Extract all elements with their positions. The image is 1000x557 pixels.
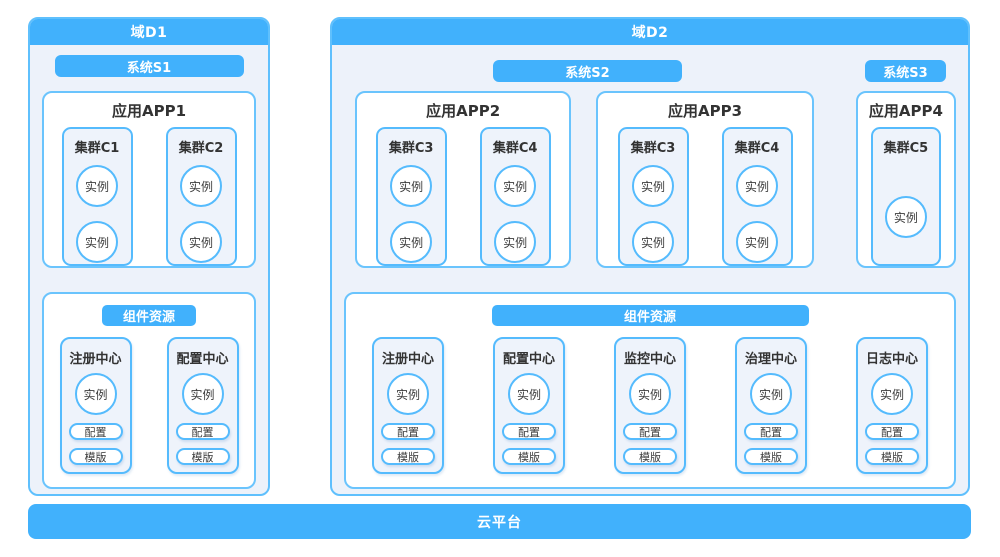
d1-centers-row: 注册中心 实例 配置 模版 配置中心 实例 配置 模版	[44, 337, 254, 474]
cluster-c3-box: 集群C3 实例 实例	[375, 127, 447, 266]
registry-center-label: 注册中心	[381, 352, 434, 367]
app1-cluster-row: 集群C1 实例 实例 集群C2 实例 实例	[44, 127, 254, 266]
domain-d1-header: 域D1	[30, 19, 268, 45]
config-pill: 配置	[623, 423, 677, 440]
app4-cluster-row: 集群C5 实例	[858, 127, 954, 266]
d2-centers-row: 注册中心 实例 配置 模版 配置中心 实例 配置 模版 监控中心 实例 配置 模…	[346, 337, 954, 474]
app4-card: 应用APP4 集群C5 实例	[855, 91, 956, 268]
instance-circle: 实例	[750, 373, 792, 415]
cluster-c3-box: 集群C3 实例 实例	[617, 127, 689, 266]
instance-circle: 实例	[632, 165, 675, 207]
d1-components-card: 组件资源 注册中心 实例 配置 模版 配置中心 实例 配置 模版	[42, 292, 256, 489]
instance-circle: 实例	[390, 165, 433, 207]
instance-circle: 实例	[74, 373, 117, 415]
cluster-c2-label: 集群C2	[178, 141, 224, 156]
registry-center-box: 注册中心 实例 配置 模版	[372, 337, 444, 474]
app3-cluster-row: 集群C3 实例 实例 集群C4 实例 实例	[598, 127, 811, 266]
instance-circle: 实例	[494, 165, 537, 207]
d2-components-badge: 组件资源	[491, 305, 809, 326]
domain-d1-panel: 域D1 系统S1 应用APP1 集群C1 实例 实例 集群C2 实例 实例 组件…	[28, 17, 270, 496]
app2-cluster-row: 集群C3 实例 实例 集群C4 实例 实例	[357, 127, 569, 266]
instance-circle: 实例	[76, 221, 118, 263]
registry-center-box: 注册中心 实例 配置 模版	[59, 337, 132, 474]
monitor-center-label: 监控中心	[623, 352, 676, 367]
monitor-center-box: 监控中心 实例 配置 模版	[614, 337, 686, 474]
cluster-c3-label: 集群C3	[388, 141, 434, 156]
app3-title: 应用APP3	[668, 102, 743, 120]
template-pill: 模版	[623, 448, 677, 465]
template-pill: 模版	[865, 448, 919, 465]
cluster-c4-box: 集群C4 实例 实例	[721, 127, 793, 266]
cluster-c1-label: 集群C1	[74, 141, 120, 156]
instance-circle: 实例	[180, 165, 222, 207]
instance-circle: 实例	[632, 221, 675, 263]
instance-circle: 实例	[390, 221, 433, 263]
d2-apps-row: 应用APP2 集群C3 实例 实例 集群C4 实例 实例 应用APP3	[355, 91, 956, 268]
cluster-c1-box: 集群C1 实例 实例	[61, 127, 133, 266]
cluster-c4-label: 集群C4	[492, 141, 538, 156]
config-pill: 配置	[175, 423, 230, 440]
app2-card: 应用APP2 集群C3 实例 实例 集群C4 实例 实例	[355, 91, 572, 268]
instance-circle: 实例	[76, 165, 118, 207]
template-pill: 模版	[175, 448, 230, 465]
template-pill: 模版	[502, 448, 556, 465]
config-center-label: 配置中心	[176, 352, 229, 367]
app4-title: 应用APP4	[868, 102, 943, 120]
cloud-platform-bar: 云平台	[28, 504, 971, 539]
registry-center-label: 注册中心	[69, 352, 122, 367]
domain-d2-panel: 域D2 系统S2 系统S3 应用APP2 集群C3 实例 实例 集群C4 实例 …	[330, 17, 970, 496]
config-pill: 配置	[865, 423, 919, 440]
config-pill: 配置	[381, 423, 435, 440]
domain-d2-header: 域D2	[332, 19, 968, 45]
app1-card: 应用APP1 集群C1 实例 实例 集群C2 实例 实例	[42, 91, 256, 268]
governance-center-label: 治理中心	[744, 352, 797, 367]
config-pill: 配置	[68, 423, 123, 440]
system-s1-badge: 系统S1	[54, 55, 244, 77]
instance-circle: 实例	[736, 221, 779, 263]
governance-center-box: 治理中心 实例 配置 模版	[735, 337, 807, 474]
app3-card: 应用APP3 集群C3 实例 实例 集群C4 实例 实例	[596, 91, 814, 268]
cluster-c3-label: 集群C3	[630, 141, 676, 156]
instance-circle: 实例	[181, 373, 224, 415]
app2-title: 应用APP2	[426, 102, 501, 120]
config-center-box: 配置中心 实例 配置 模版	[166, 337, 239, 474]
cluster-c5-label: 集群C5	[883, 141, 929, 156]
instance-circle: 实例	[494, 221, 537, 263]
instance-circle: 实例	[387, 373, 429, 415]
d2-components-card: 组件资源 注册中心 实例 配置 模版 配置中心 实例 配置 模版 监控中心 实例	[344, 292, 956, 489]
cluster-c4-label: 集群C4	[734, 141, 780, 156]
config-pill: 配置	[502, 423, 556, 440]
cluster-c4-box: 集群C4 实例 实例	[479, 127, 551, 266]
d1-components-badge: 组件资源	[102, 305, 196, 326]
log-center-box: 日志中心 实例 配置 模版	[856, 337, 928, 474]
instance-circle: 实例	[629, 373, 671, 415]
system-s3-badge: 系统S3	[865, 60, 946, 82]
cluster-c5-box: 集群C5 实例	[870, 127, 941, 266]
instance-circle: 实例	[736, 165, 779, 207]
instance-circle: 实例	[884, 196, 927, 238]
cluster-c2-box: 集群C2 实例 实例	[165, 127, 237, 266]
app1-title: 应用APP1	[111, 102, 187, 120]
config-center-label: 配置中心	[502, 352, 555, 367]
template-pill: 模版	[68, 448, 123, 465]
instance-circle: 实例	[508, 373, 550, 415]
config-center-box: 配置中心 实例 配置 模版	[493, 337, 565, 474]
instance-circle: 实例	[180, 221, 222, 263]
template-pill: 模版	[381, 448, 435, 465]
system-s2-badge: 系统S2	[493, 60, 682, 82]
template-pill: 模版	[744, 448, 798, 465]
instance-circle: 实例	[871, 373, 913, 415]
config-pill: 配置	[744, 423, 798, 440]
log-center-label: 日志中心	[865, 352, 918, 367]
